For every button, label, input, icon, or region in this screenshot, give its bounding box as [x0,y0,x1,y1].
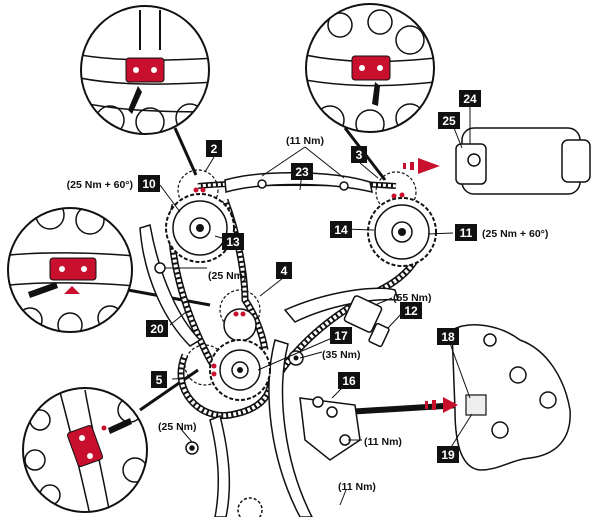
svg-text:17: 17 [334,329,348,343]
callout-23: 23 [291,163,313,180]
zoom-middle-left [7,207,133,333]
crank-sprocket [209,339,304,401]
bolts [154,262,263,522]
callout-16: 16 [338,372,360,389]
zoom-top-right [305,3,435,133]
svg-text:23: 23 [295,165,309,179]
svg-text:3: 3 [356,148,363,162]
svg-text:14: 14 [334,223,348,237]
torque-label-lower-left: (25 Nm) [158,421,197,433]
tensioner-housing [425,324,571,471]
torque-label-tensioner: (11 Nm) [364,436,402,448]
left-cam-sprocket [165,187,235,263]
torque-label-55: (55 Nm) [393,292,432,304]
callout-18: 18 [437,328,459,345]
callout-20: 20 [146,320,168,337]
svg-text:10: 10 [142,177,156,191]
callout-3: 3 [351,146,367,163]
callout-2: 2 [206,140,222,157]
intermediate-sprocket [223,308,257,342]
chain-guides [139,171,400,518]
svg-text:12: 12 [404,304,418,318]
callout-12: 12 [400,302,422,319]
callout-4: 4 [276,262,292,279]
callout-25: 25 [438,112,460,129]
callout-14: 14 [330,221,352,238]
callout-leaders [159,105,473,506]
torque-label-35: (35 Nm) [322,349,361,361]
zoom-bottom-left [22,387,148,513]
svg-text:25: 25 [442,114,456,128]
svg-text:18: 18 [441,330,455,344]
torque-label-top-guide: (11 Nm) [286,135,324,147]
callout-19: 19 [437,446,459,463]
callout-24: 24 [459,90,481,107]
callout-13: 13 [222,233,244,250]
callout-10: 10 [138,175,160,192]
tensioner-16 [299,396,361,461]
zoom-top-left [80,5,210,135]
svg-text:20: 20 [150,322,164,336]
torque-label-left-cam: (25 Nm + 60°) [67,179,133,191]
callout-17: 17 [330,327,352,344]
torque-label-guide-bolt: (25 Nm) [208,270,247,282]
svg-text:2: 2 [211,142,218,156]
callout-11: 11 [455,224,477,241]
torque-label-bottom: (11 Nm) [338,481,376,493]
callout-5: 5 [151,371,167,388]
tensioner-12 [343,295,390,348]
svg-text:11: 11 [460,226,473,240]
svg-text:24: 24 [463,92,477,106]
svg-text:13: 13 [226,235,240,249]
svg-text:4: 4 [281,264,288,278]
right-cam-sprocket [367,192,437,267]
torque-label-right-cam: (25 Nm + 60°) [482,228,548,240]
svg-text:19: 19 [441,448,455,462]
tensioner-24-25 [403,127,591,195]
svg-text:16: 16 [342,374,356,388]
svg-text:5: 5 [156,373,163,387]
